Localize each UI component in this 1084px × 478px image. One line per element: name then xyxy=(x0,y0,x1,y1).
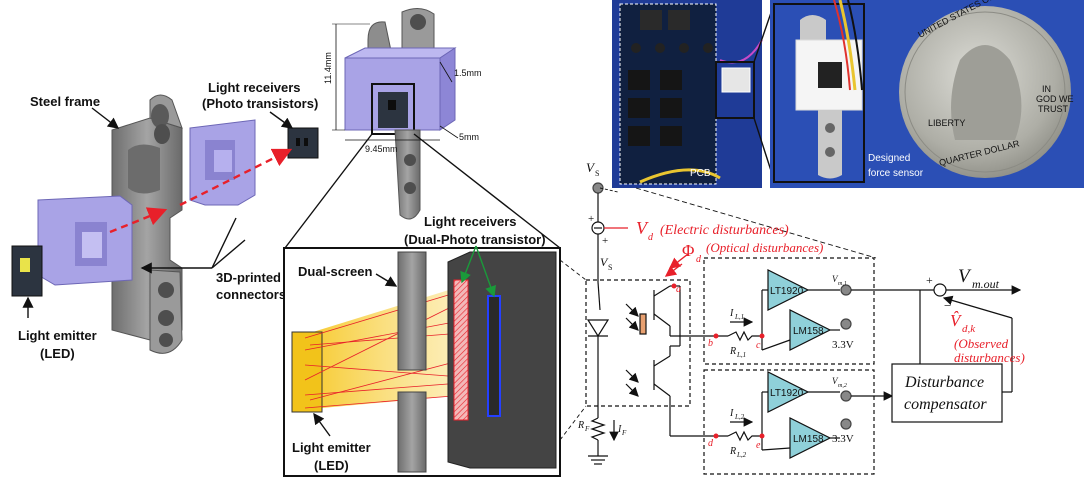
coin-liberty: LIBERTY xyxy=(928,118,965,128)
vm2-sub: m,2 xyxy=(838,383,847,389)
light-path-arrow-1 xyxy=(109,207,168,234)
sum-minus: − xyxy=(944,298,951,313)
opamp-lt1920-1: LT1920 xyxy=(770,286,804,297)
dimension-depth: 5mm xyxy=(459,132,479,142)
electric-disturbances: (Electric disturbances) xyxy=(660,223,789,238)
opamp-lt1920-2: LT1920 xyxy=(770,388,804,399)
il1-label: I xyxy=(729,308,734,319)
vhat-sub: d,k xyxy=(962,323,976,335)
label-led: (LED) xyxy=(40,346,75,361)
node-b: b xyxy=(708,338,713,349)
sum-plus: + xyxy=(926,273,933,287)
label-3d-printed: 3D-printed xyxy=(216,270,281,285)
vhat-label: V̂ xyxy=(950,311,963,330)
label-zoom-led: (LED) xyxy=(314,458,349,473)
vmout-sub: m.out xyxy=(972,277,1000,291)
vd-sub: d xyxy=(648,232,654,243)
receiver-block xyxy=(447,251,557,469)
light-path-arrow-2 xyxy=(179,148,293,207)
vd-plus-lower: + xyxy=(602,235,608,247)
if-label: I xyxy=(617,424,622,435)
vd-label: V xyxy=(636,218,649,238)
rl1-sub: L,1 xyxy=(736,351,746,359)
optical-disturbances: (Optical disturbances) xyxy=(706,240,823,255)
vs-left-label: V xyxy=(600,255,609,269)
dual-screen-upper xyxy=(397,251,427,371)
dimension-width: 9.45mm xyxy=(365,144,398,154)
label-light-emitter: Light emitter xyxy=(18,328,97,343)
observed-label-2: disturbances) xyxy=(954,350,1025,365)
dimension-height: 11.4mm xyxy=(323,52,333,84)
label-dual-screen: Dual-screen xyxy=(298,264,372,279)
coin-trust-2: GOD WE xyxy=(1036,94,1074,104)
circuit-diagram xyxy=(559,182,1022,475)
opamp-lm158-1: LM158 xyxy=(793,326,824,337)
ref-voltage-2: 3.3V xyxy=(832,433,854,445)
photo-transistor-cell xyxy=(487,295,501,417)
zoom-panel: Light receivers (Dual-Photo transistor) … xyxy=(283,214,561,477)
il2-label: I xyxy=(729,408,734,419)
vs-top-label: V xyxy=(586,160,596,175)
label-connectors: connectors xyxy=(216,287,286,302)
phi-label: Φ xyxy=(682,241,694,260)
zoom-led xyxy=(291,331,323,413)
node-a: a xyxy=(676,284,681,295)
circuit-nodes xyxy=(671,283,765,439)
vs-left-sub: S xyxy=(608,263,612,272)
rf-label: R xyxy=(577,420,584,431)
node-e: e xyxy=(756,440,761,451)
opamp-lm158-2: LM158 xyxy=(793,434,824,445)
node-c: c xyxy=(756,340,761,351)
sensor-label-1: Designed xyxy=(868,153,910,164)
photo-force-sensor: Designed force sensor UNITED STATES OF A… xyxy=(770,0,1084,188)
vm2-label: V xyxy=(832,376,839,386)
led-emitter-module xyxy=(11,245,43,297)
rl1-label: R xyxy=(729,346,736,357)
rl2-label: R xyxy=(729,446,736,457)
il1-sub: L,1 xyxy=(734,313,744,321)
phi-sub: d xyxy=(696,254,702,265)
circuit-labels: V S + + V d (Electric disturbances) Φ d … xyxy=(577,160,1025,459)
assembled-sensor: 11.4mm 1.5mm 5mm 9.45mm xyxy=(284,8,561,249)
label-steel-frame: Steel frame xyxy=(30,94,100,109)
rf-sub: F xyxy=(584,425,590,433)
steel-frame xyxy=(111,94,183,354)
vd-plus: + xyxy=(588,213,594,225)
dimension-gap: 1.5mm xyxy=(454,68,482,78)
connector-left xyxy=(37,195,133,286)
observed-label-1: (Observed xyxy=(954,336,1009,351)
exploded-view: Steel frame Light receivers (Photo trans… xyxy=(11,80,319,361)
coin-trust-3: TRUST xyxy=(1038,104,1068,114)
compensator-label-2: compensator xyxy=(904,396,987,413)
vm1-label: V xyxy=(832,274,839,284)
label-light-receivers: Light receivers xyxy=(208,80,301,95)
dual-screen-lower xyxy=(397,391,427,473)
hatched-screen xyxy=(453,279,469,421)
compensator-label-1: Disturbance xyxy=(904,374,984,391)
label-dual-photo-transistor: (Dual-Photo transistor) xyxy=(404,232,546,247)
vmout-label: V xyxy=(958,266,972,287)
label-zoom-emitter: Light emitter xyxy=(292,440,371,455)
vs-top-sub: S xyxy=(595,169,599,178)
pcb-label: PCB xyxy=(690,168,711,179)
zoom-source-box xyxy=(371,83,415,135)
il2-sub: L,2 xyxy=(734,413,745,421)
vm1-sub: m,1 xyxy=(838,281,847,287)
if-sub: F xyxy=(621,429,627,437)
label-photo-transistors: (Photo transistors) xyxy=(202,96,318,111)
ref-voltage-1: 3.3V xyxy=(832,339,854,351)
rl2-sub: L,2 xyxy=(736,451,747,459)
photo-transistor-module xyxy=(287,127,319,159)
connector-right xyxy=(189,119,256,206)
sensor-label-2: force sensor xyxy=(868,168,924,179)
node-d: d xyxy=(708,438,714,449)
photo-pcb: PCB xyxy=(612,0,763,188)
label-zoom-receivers: Light receivers xyxy=(424,214,517,229)
coin-trust-1: IN xyxy=(1042,84,1051,94)
